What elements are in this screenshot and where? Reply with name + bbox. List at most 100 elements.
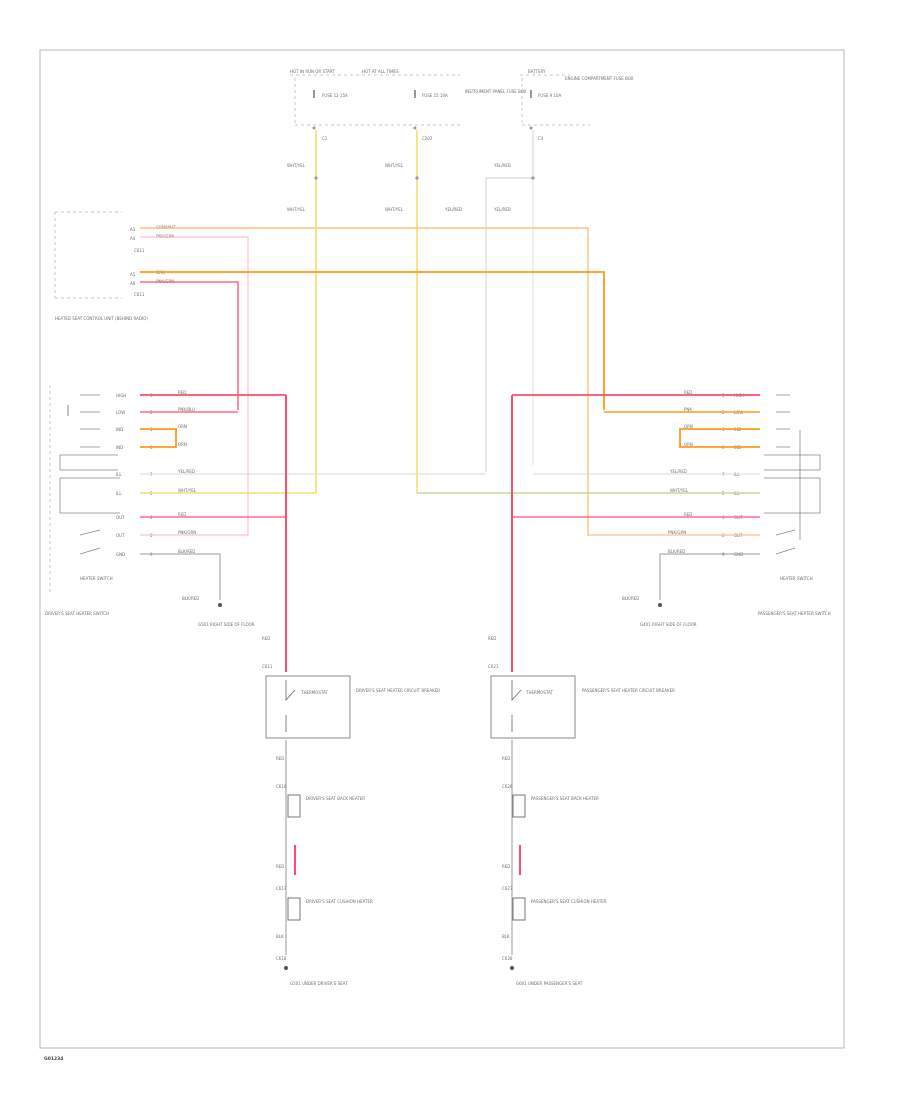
- pass-row-2-color: ORN: [684, 424, 693, 429]
- pass-row-7-color: PNK/GRN: [668, 530, 686, 535]
- passenger-seat-switch: PASSENGER'S SEAT HEATER SWITCH HEATER SW…: [417, 390, 831, 627]
- pass-circuit-breaker-box: [490, 675, 576, 739]
- driver-feed-wire: RED: [262, 636, 270, 641]
- wire-mid-a: WHT/YEL: [385, 163, 404, 168]
- conn-a-label: C1: [322, 136, 328, 141]
- control-pin-a6: A6: [130, 281, 136, 286]
- pass-row-0-color: RED: [684, 390, 692, 395]
- driver-row-8-code: GND: [116, 552, 125, 557]
- fuse-block-left-title-right: HOT AT ALL TIMES: [362, 69, 399, 74]
- pass-conn3: C628: [502, 956, 513, 961]
- driver-switch-name: DRIVER'S SEAT HEATER SWITCH: [45, 611, 109, 616]
- pass-conn-top: C621: [488, 664, 499, 669]
- control-unit-name: HEATED SEAT CONTROL UNIT (BEHIND RADIO): [55, 316, 148, 321]
- right-fuse-block-name: ENGINE COMPARTMENT FUSE BOX: [565, 76, 634, 81]
- driver-wire2: RED: [276, 864, 284, 869]
- fuse-a-label: FUSE 12 15A: [322, 93, 348, 98]
- wire-a5: [140, 271, 605, 410]
- diagram-frame: [39, 49, 845, 1049]
- wire-right-feed: [485, 130, 534, 472]
- driver-row-7-code: OUT: [116, 533, 125, 538]
- driver-conn1: C616: [276, 784, 287, 789]
- passenger-heater-circuit: RED C621 THERMOSTAT PASSENGER'S SEAT HEA…: [488, 395, 675, 986]
- driver-circuit-breaker-box: [265, 675, 351, 739]
- passenger-heater-label: HEATER SWITCH: [780, 576, 813, 581]
- driver-row-0-color: RED: [178, 390, 186, 395]
- pass-ground-name: G401 RIGHT SIDE OF FLOOR: [640, 622, 697, 627]
- driver-row-3-code: IND: [116, 445, 123, 450]
- wire-left-a: WHT/YEL: [287, 163, 306, 168]
- driver-ground-name-lower: G501 UNDER DRIVER'S SEAT: [290, 981, 348, 986]
- fuse-b-label: FUSE 15 10A: [422, 93, 448, 98]
- control-harness-wires: [140, 227, 605, 536]
- pass-ground-wire: BLK/RED: [622, 596, 639, 601]
- control-pin-a3: A3: [130, 227, 136, 232]
- pass-row-5-color: WHT/YEL: [670, 488, 689, 493]
- pass-row-6-color: RED: [684, 512, 692, 517]
- driver-row-5-code: ILL: [116, 491, 122, 496]
- fuse-block-left-title: HOT IN RUN OR START: [290, 69, 335, 74]
- wire-a3: [140, 227, 589, 536]
- pass-wire2: RED: [502, 864, 510, 869]
- driver-ground-wire: BLK/RED: [182, 596, 199, 601]
- driver-heater-label: HEATER SWITCH: [80, 576, 113, 581]
- pass-wire1: RED: [502, 756, 510, 761]
- pass-feed-wire: RED: [488, 636, 496, 641]
- control-conn-a: C611: [134, 248, 145, 253]
- wire-mid-b: WHT/YEL: [385, 207, 404, 212]
- control-conn-b: C611: [134, 292, 145, 297]
- pass-cushion-heater-box: [512, 897, 526, 921]
- fuse-c-label: FUSE 9 10A: [538, 93, 561, 98]
- driver-row-7-color: PNK/GRN: [178, 530, 196, 535]
- driver-thermostat-tag: THERMOSTAT: [300, 690, 328, 695]
- wire-a6: [140, 281, 239, 410]
- pass-row-3-color: ORN: [684, 442, 693, 447]
- pass-ground-name-lower: G601 UNDER PASSENGER'S SEAT: [516, 981, 583, 986]
- control-pin-a5: A5: [130, 272, 136, 277]
- fuse-c-title: BATTERY: [528, 69, 546, 74]
- wire-left-b: WHT/YEL: [287, 207, 306, 212]
- pass-thermostat-name: PASSENGER'S SEAT HEATER CIRCUIT BREAKER: [582, 688, 675, 693]
- driver-conn-top: C611: [262, 664, 273, 669]
- pass-conn2: C627: [502, 886, 513, 891]
- driver-back-heater-box: [287, 794, 301, 818]
- pass-wire3: BLK: [502, 934, 510, 939]
- driver-conn2: C617: [276, 886, 287, 891]
- driver-element1: DRIVER'S SEAT BACK HEATER: [306, 796, 365, 801]
- wire-right-a: YEL/RED: [493, 163, 511, 168]
- left-fuse-block-name: INSTRUMENT PANEL FUSE BOX: [465, 89, 527, 94]
- driver-row-4-color: YEL/RED: [177, 469, 195, 474]
- driver-wire1: RED: [276, 756, 284, 761]
- wire-right-b: YEL/RED: [493, 207, 511, 212]
- wire-right-c: YEL/RED: [444, 207, 462, 212]
- driver-ground-name: G501 RIGHT SIDE OF FLOOR: [198, 622, 255, 627]
- driver-row-1-color: PNK/BLU: [178, 407, 195, 412]
- driver-row-6-code: OUT: [116, 515, 125, 520]
- driver-row-6-color: RED: [178, 512, 186, 517]
- driver-row-2-code: IND: [116, 427, 123, 432]
- driver-thermostat-name: DRIVER'S SEAT HEATER CIRCUIT BREAKER: [356, 688, 440, 693]
- driver-row-5-color: WHT/YEL: [178, 488, 197, 493]
- driver-row-3-color: ORN: [178, 442, 187, 447]
- driver-conn3: C618: [276, 956, 287, 961]
- driver-element2: DRIVER'S SEAT CUSHION HEATER: [306, 899, 373, 904]
- driver-row-4-code: ILL: [116, 472, 122, 477]
- passenger-switch-name: PASSENGER'S SEAT HEATER SWITCH: [758, 611, 831, 616]
- pass-thermostat-tag: THERMOSTAT: [525, 690, 553, 695]
- conn-c-label: C4: [538, 136, 544, 141]
- pass-element1: PASSENGER'S SEAT BACK HEATER: [531, 796, 599, 801]
- pass-element2: PASSENGER'S SEAT CUSHION HEATER: [531, 899, 607, 904]
- pass-back-heater-box: [512, 794, 526, 818]
- pass-row-1-color: PNK: [684, 407, 692, 412]
- driver-row-8-color: BLK/RED: [178, 549, 195, 554]
- driver-wire3: BLK: [276, 934, 284, 939]
- driver-row-2-color: ORN: [178, 424, 187, 429]
- driver-seat-switch: DRIVER'S SEAT HEATER SWITCH HEATER SWITC…: [45, 385, 486, 627]
- footer-code: G01234: [44, 1056, 63, 1062]
- driver-row-0-code: HIGH: [116, 393, 126, 398]
- control-pin-a4: A4: [130, 236, 136, 241]
- fuse-block-area: HOT IN RUN OR START HOT AT ALL TIMES FUS…: [290, 69, 634, 141]
- vertical-feed-wires: WHT/YEL WHT/YEL WHT/YEL WHT/YEL YEL/RED …: [287, 130, 535, 493]
- pass-row-4-color: YEL/RED: [669, 469, 687, 474]
